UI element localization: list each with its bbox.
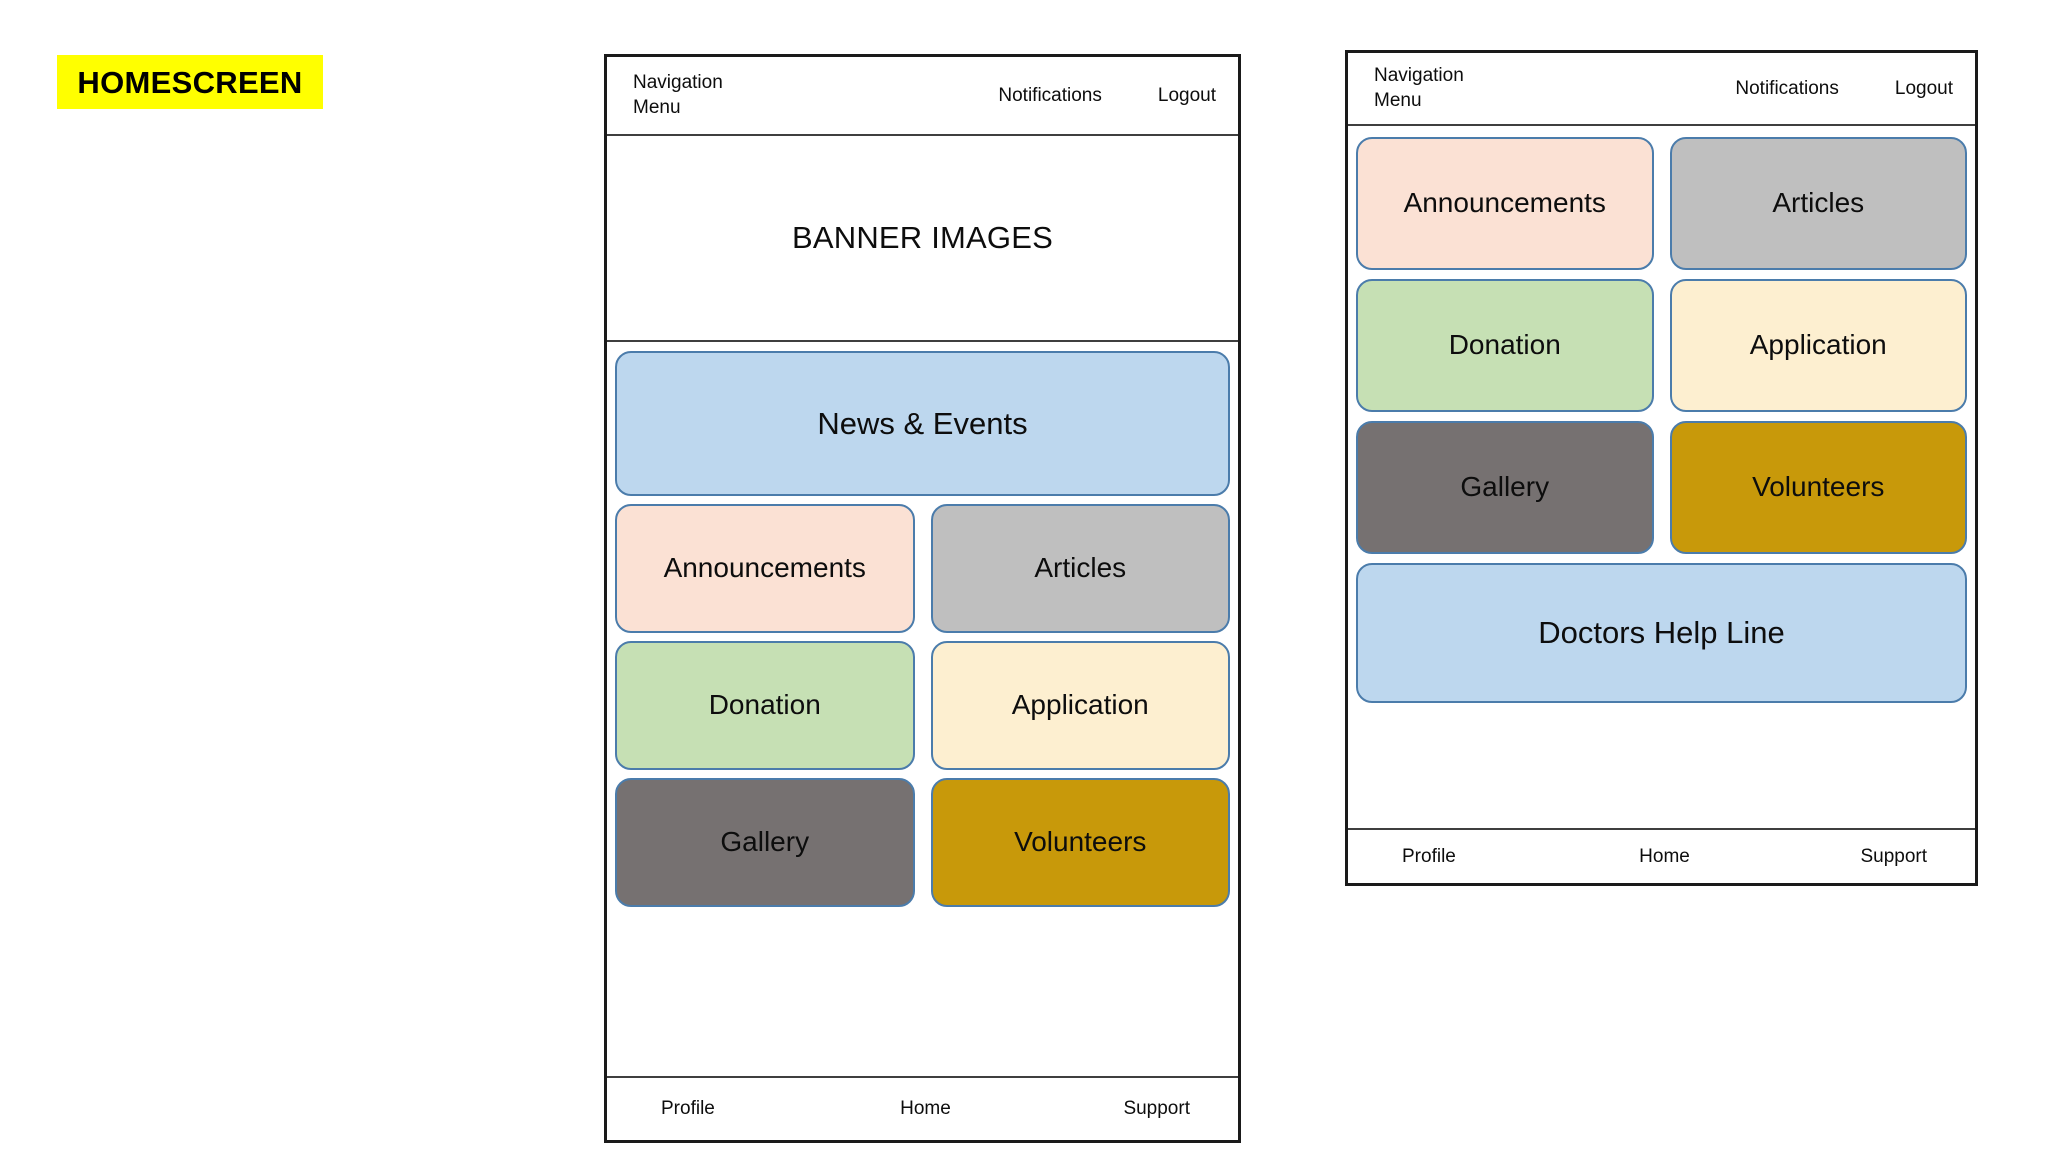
page-title-badge: HOMESCREEN — [57, 55, 323, 109]
tile-label: Donation — [708, 689, 821, 721]
tile-label: Doctors Help Line — [1538, 615, 1785, 651]
tile-label: Volunteers — [1752, 471, 1885, 503]
banner-placeholder-label: BANNER IMAGES — [792, 220, 1053, 255]
tile-label: Donation — [1448, 329, 1561, 361]
tile-news-events[interactable]: News & Events — [615, 351, 1230, 496]
tile-label: Articles — [1034, 552, 1127, 584]
bottom-nav-support[interactable]: Support — [1860, 845, 1927, 867]
tile-label: News & Events — [817, 405, 1028, 441]
banner-carousel[interactable]: BANNER IMAGES — [607, 136, 1238, 342]
tile-row: Announcements Articles — [1356, 137, 1967, 270]
bottom-navigation-bar: Profile Home Support — [607, 1076, 1238, 1140]
tile-label: Volunteers — [1014, 826, 1147, 858]
tile-donation[interactable]: Donation — [615, 641, 915, 770]
tile-row: Donation Application — [615, 641, 1230, 770]
top-bar: Navigation Menu Notifications Logout — [607, 57, 1238, 136]
bottom-nav-support[interactable]: Support — [1123, 1098, 1190, 1119]
tile-label: Articles — [1772, 187, 1865, 219]
tile-application[interactable]: Application — [1669, 279, 1967, 412]
bottom-nav-home[interactable]: Home — [1639, 845, 1690, 867]
tile-volunteers[interactable]: Volunteers — [1669, 421, 1967, 554]
tile-application[interactable]: Application — [930, 641, 1230, 770]
navigation-menu-button[interactable]: Navigation Menu — [633, 72, 723, 118]
phone-mockup-screen-2: Navigation Menu Notifications Logout Ann… — [1345, 50, 1978, 886]
tile-row: Donation Application — [1356, 279, 1967, 412]
tile-donation[interactable]: Donation — [1356, 279, 1654, 412]
logout-button[interactable]: Logout — [1894, 77, 1953, 99]
tile-articles[interactable]: Articles — [1669, 137, 1967, 270]
bottom-nav-profile[interactable]: Profile — [1402, 845, 1456, 867]
tile-announcements[interactable]: Announcements — [1356, 137, 1654, 270]
tile-row: Announcements Articles — [615, 504, 1230, 633]
logout-button[interactable]: Logout — [1157, 84, 1216, 106]
tile-label: Announcements — [1403, 187, 1606, 219]
tile-gallery[interactable]: Gallery — [1356, 421, 1654, 554]
tile-grid-screen-1: News & Events Announcements Articles Don… — [607, 342, 1238, 1076]
tile-label: Gallery — [1460, 471, 1550, 503]
tile-grid-screen-2: Announcements Articles Donation Applicat… — [1348, 126, 1975, 828]
navigation-menu-button[interactable]: Navigation Menu — [1374, 65, 1464, 111]
tile-label: Application — [1011, 689, 1149, 721]
top-bar-actions: Notifications Logout — [1735, 78, 1953, 100]
tile-doctors-help-line[interactable]: Doctors Help Line — [1356, 563, 1967, 703]
tile-label: Application — [1749, 329, 1887, 361]
bottom-navigation-bar: Profile Home Support — [1348, 828, 1975, 883]
notifications-button[interactable]: Notifications — [1735, 77, 1839, 99]
tile-label: Announcements — [663, 552, 866, 584]
top-bar-actions: Notifications Logout — [998, 85, 1216, 107]
tile-label: Gallery — [720, 826, 810, 858]
bottom-nav-profile[interactable]: Profile — [661, 1098, 715, 1119]
tile-announcements[interactable]: Announcements — [615, 504, 915, 633]
bottom-nav-home[interactable]: Home — [900, 1098, 951, 1119]
page-title: HOMESCREEN — [77, 64, 303, 100]
tile-volunteers[interactable]: Volunteers — [930, 778, 1230, 907]
tile-gallery[interactable]: Gallery — [615, 778, 915, 907]
tile-row: Gallery Volunteers — [615, 778, 1230, 907]
tile-row: Gallery Volunteers — [1356, 421, 1967, 554]
tile-articles[interactable]: Articles — [930, 504, 1230, 633]
phone-mockup-screen-1: Navigation Menu Notifications Logout BAN… — [604, 54, 1241, 1143]
top-bar: Navigation Menu Notifications Logout — [1348, 53, 1975, 126]
notifications-button[interactable]: Notifications — [998, 84, 1102, 106]
